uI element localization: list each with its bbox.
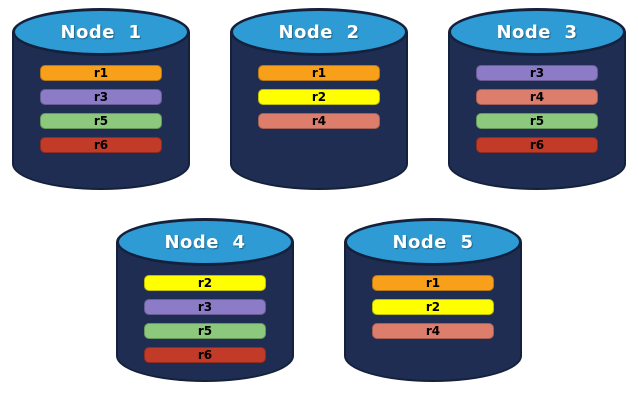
cylinder-top: Node 1 bbox=[12, 8, 190, 56]
replica-bar-r1: r1 bbox=[258, 65, 380, 81]
replica-bar-r5: r5 bbox=[476, 113, 598, 129]
replica-bar-r4: r4 bbox=[372, 323, 494, 339]
node-label: Node 1 bbox=[60, 21, 142, 43]
replica-bar-r5: r5 bbox=[144, 323, 266, 339]
replica-bar-r2: r2 bbox=[372, 299, 494, 315]
replica-bar-r4: r4 bbox=[258, 113, 380, 129]
cylinder-body bbox=[448, 32, 626, 190]
replica-bar-r3: r3 bbox=[476, 65, 598, 81]
cylinder-top: Node 3 bbox=[448, 8, 626, 56]
replica-bar-r2: r2 bbox=[144, 275, 266, 291]
node-label: Node 4 bbox=[164, 231, 246, 253]
node-cylinder-5: Node 5 r1 r2 r4 bbox=[344, 218, 522, 382]
cylinder-top: Node 4 bbox=[116, 218, 294, 266]
replica-list: r3 r4 r5 r6 bbox=[448, 65, 626, 153]
replica-bar-r4: r4 bbox=[476, 89, 598, 105]
replica-bar-r6: r6 bbox=[476, 137, 598, 153]
node-label: Node 2 bbox=[278, 21, 360, 43]
cylinder-body bbox=[12, 32, 190, 190]
node-cylinder-4: Node 4 r2 r3 r5 r6 bbox=[116, 218, 294, 382]
replica-bar-r6: r6 bbox=[40, 137, 162, 153]
replica-list: r1 r2 r4 bbox=[344, 275, 522, 339]
replica-list: r1 r2 r4 bbox=[230, 65, 408, 129]
node-cylinder-3: Node 3 r3 r4 r5 r6 bbox=[448, 8, 626, 190]
node-label: Node 5 bbox=[392, 231, 474, 253]
replica-bar-r3: r3 bbox=[144, 299, 266, 315]
replica-bar-r6: r6 bbox=[144, 347, 266, 363]
replica-bar-r3: r3 bbox=[40, 89, 162, 105]
cylinder-top: Node 5 bbox=[344, 218, 522, 266]
replica-list: r2 r3 r5 r6 bbox=[116, 275, 294, 363]
node-cylinder-2: Node 2 r1 r2 r4 bbox=[230, 8, 408, 190]
cylinder-body bbox=[230, 32, 408, 190]
replica-list: r1 r3 r5 r6 bbox=[12, 65, 190, 153]
replica-bar-r1: r1 bbox=[372, 275, 494, 291]
replica-bar-r2: r2 bbox=[258, 89, 380, 105]
replica-bar-r1: r1 bbox=[40, 65, 162, 81]
node-label: Node 3 bbox=[496, 21, 578, 43]
cylinder-top: Node 2 bbox=[230, 8, 408, 56]
replica-bar-r5: r5 bbox=[40, 113, 162, 129]
node-cylinder-1: Node 1 r1 r3 r5 r6 bbox=[12, 8, 190, 190]
row-2: Node 4 r2 r3 r5 r6 Node 5 r1 r2 r4 bbox=[116, 218, 522, 382]
